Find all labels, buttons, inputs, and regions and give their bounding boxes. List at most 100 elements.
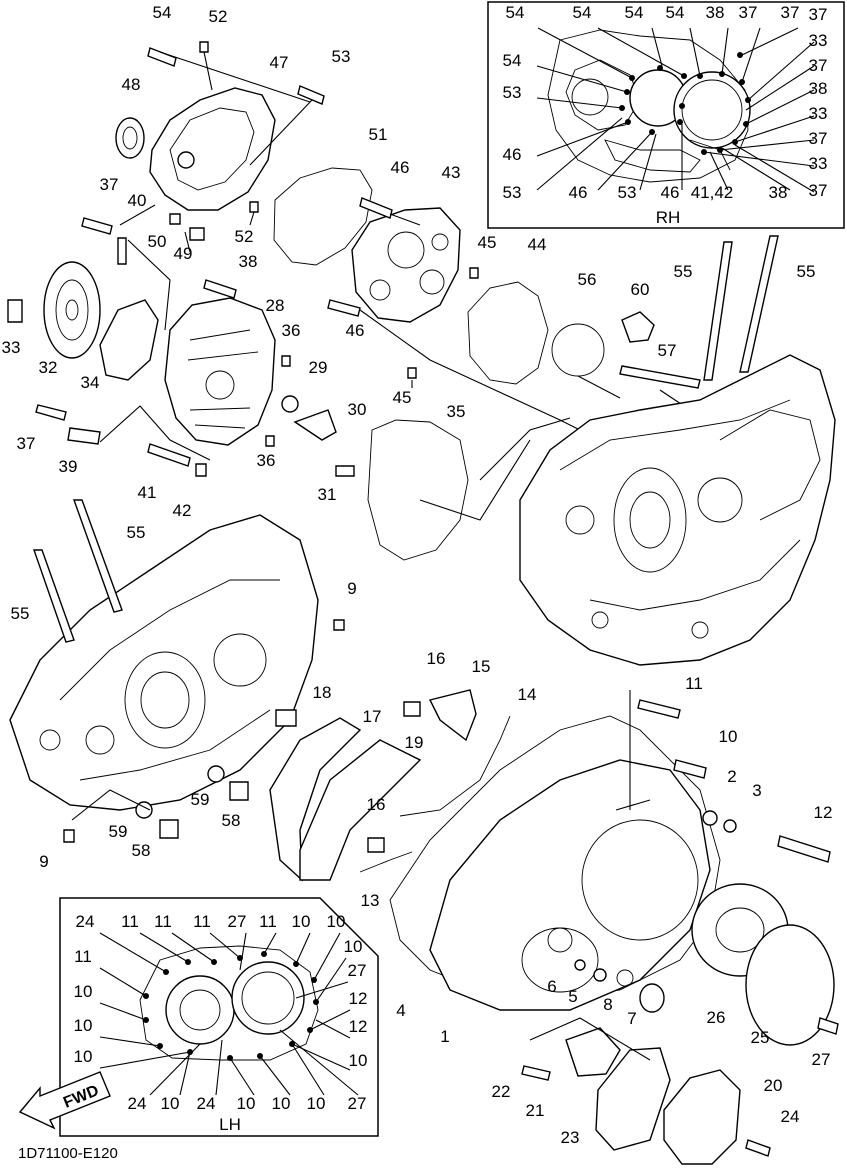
shield-19 bbox=[299, 739, 422, 881]
washer-59-a bbox=[207, 765, 225, 783]
callout-l24a: 24 bbox=[76, 912, 95, 931]
callout-c18: 18 bbox=[313, 683, 332, 702]
callout-c10: 10 bbox=[719, 727, 738, 746]
callout-c19: 19 bbox=[405, 733, 424, 752]
lh-inset-title: LH bbox=[219, 1115, 241, 1134]
callout-r33c: 33 bbox=[809, 154, 828, 173]
callout-r38a: 38 bbox=[706, 3, 725, 22]
callout-c25: 25 bbox=[751, 1028, 770, 1047]
callout-c11: 11 bbox=[685, 674, 703, 693]
callout-r54c: 54 bbox=[625, 3, 644, 22]
callout-c55d: 55 bbox=[11, 604, 30, 623]
callout-c29: 29 bbox=[309, 358, 328, 377]
stud-55-d bbox=[33, 549, 75, 643]
plug-58-a bbox=[229, 781, 249, 801]
callout-c60: 60 bbox=[631, 280, 650, 299]
callout-c30: 30 bbox=[348, 400, 367, 419]
callout-l10k: 10 bbox=[307, 1094, 326, 1113]
callout-c37a: 37 bbox=[100, 175, 119, 194]
callout-c3: 3 bbox=[752, 781, 761, 800]
callout-c13: 13 bbox=[361, 891, 380, 910]
rh-leaders bbox=[536, 27, 815, 193]
callout-c53a: 53 bbox=[332, 47, 351, 66]
callout-c55c: 55 bbox=[127, 523, 146, 542]
housing-28 bbox=[164, 297, 276, 446]
cover-20 bbox=[663, 1069, 741, 1165]
bolt-57 bbox=[619, 365, 701, 389]
small-bolts bbox=[7, 41, 479, 477]
callout-r37a: 37 bbox=[739, 3, 758, 22]
callout-c36b: 36 bbox=[257, 451, 276, 470]
callout-c16a: 16 bbox=[427, 649, 446, 668]
callout-l11d: 11 bbox=[259, 912, 277, 931]
callout-l10i: 10 bbox=[237, 1094, 256, 1113]
callout-r33a: 33 bbox=[809, 31, 828, 50]
callout-c1: 1 bbox=[440, 1027, 449, 1046]
callout-r46c: 46 bbox=[661, 183, 680, 202]
callout-c56: 56 bbox=[578, 270, 597, 289]
callout-l10e: 10 bbox=[74, 1016, 93, 1035]
callout-l27c: 27 bbox=[348, 1094, 367, 1113]
callout-r37f: 37 bbox=[809, 181, 828, 200]
callout-c36a: 36 bbox=[282, 321, 301, 340]
callout-r54a: 54 bbox=[506, 3, 525, 22]
callout-l27b: 27 bbox=[348, 961, 367, 980]
callout-c59b: 59 bbox=[109, 822, 128, 841]
stud-55-b bbox=[739, 235, 779, 373]
callout-r54b: 54 bbox=[573, 3, 592, 22]
rotor-23 bbox=[595, 1047, 671, 1151]
callout-c48: 48 bbox=[122, 75, 141, 94]
washer-59-b bbox=[135, 801, 153, 819]
callout-c52b: 52 bbox=[235, 227, 254, 246]
callout-l10j: 10 bbox=[272, 1094, 291, 1113]
bracket-30 bbox=[293, 409, 337, 441]
callout-r37b: 37 bbox=[781, 3, 800, 22]
lh-leaders bbox=[99, 932, 359, 1096]
callout-c42: 42 bbox=[173, 501, 192, 520]
callout-l10b: 10 bbox=[327, 912, 346, 931]
callout-c26: 26 bbox=[707, 1008, 726, 1027]
callout-c6: 6 bbox=[547, 977, 556, 996]
callout-c54a: 54 bbox=[153, 3, 172, 22]
callout-r54e: 54 bbox=[503, 51, 522, 70]
callout-l10a: 10 bbox=[292, 912, 311, 931]
callout-l11a: 11 bbox=[121, 912, 139, 931]
callout-c46b: 46 bbox=[346, 321, 365, 340]
cover-disc-25 bbox=[745, 924, 835, 1046]
oil-seal-48 bbox=[115, 117, 145, 159]
callout-c55b: 55 bbox=[797, 262, 816, 281]
callout-c33a: 33 bbox=[2, 338, 21, 357]
callout-c40: 40 bbox=[128, 191, 147, 210]
callout-l10f: 10 bbox=[74, 1047, 93, 1066]
callout-c24: 24 bbox=[781, 1107, 800, 1126]
callout-c4: 4 bbox=[396, 1001, 405, 1020]
callout-l10h: 10 bbox=[161, 1094, 180, 1113]
callout-c51: 51 bbox=[369, 125, 388, 144]
callout-c35: 35 bbox=[447, 402, 466, 421]
right-crankcase-half bbox=[519, 354, 836, 666]
plate-34 bbox=[99, 299, 159, 381]
bearing-29 bbox=[281, 395, 299, 413]
clamp-60 bbox=[621, 311, 655, 343]
callout-l24c: 24 bbox=[197, 1094, 216, 1113]
upper-left-cover-assembly bbox=[7, 41, 779, 561]
callout-c45a: 45 bbox=[478, 233, 497, 252]
callout-c20: 20 bbox=[764, 1076, 783, 1095]
callout-r33b: 33 bbox=[809, 104, 828, 123]
plug-58-b bbox=[159, 819, 179, 839]
callout-c5: 5 bbox=[568, 987, 577, 1006]
callout-c15: 15 bbox=[472, 657, 491, 676]
callout-c58b: 58 bbox=[132, 841, 151, 860]
callout-c28: 28 bbox=[266, 296, 285, 315]
callout-c31: 31 bbox=[318, 485, 337, 504]
callout-c55a: 55 bbox=[674, 262, 693, 281]
callout-c9b: 9 bbox=[39, 852, 48, 871]
callout-r37c: 37 bbox=[809, 5, 828, 24]
callout-r53a: 53 bbox=[503, 83, 522, 102]
callout-c58a: 58 bbox=[222, 811, 241, 830]
callout-c50: 50 bbox=[148, 232, 167, 251]
callout-c7: 7 bbox=[627, 1009, 636, 1028]
